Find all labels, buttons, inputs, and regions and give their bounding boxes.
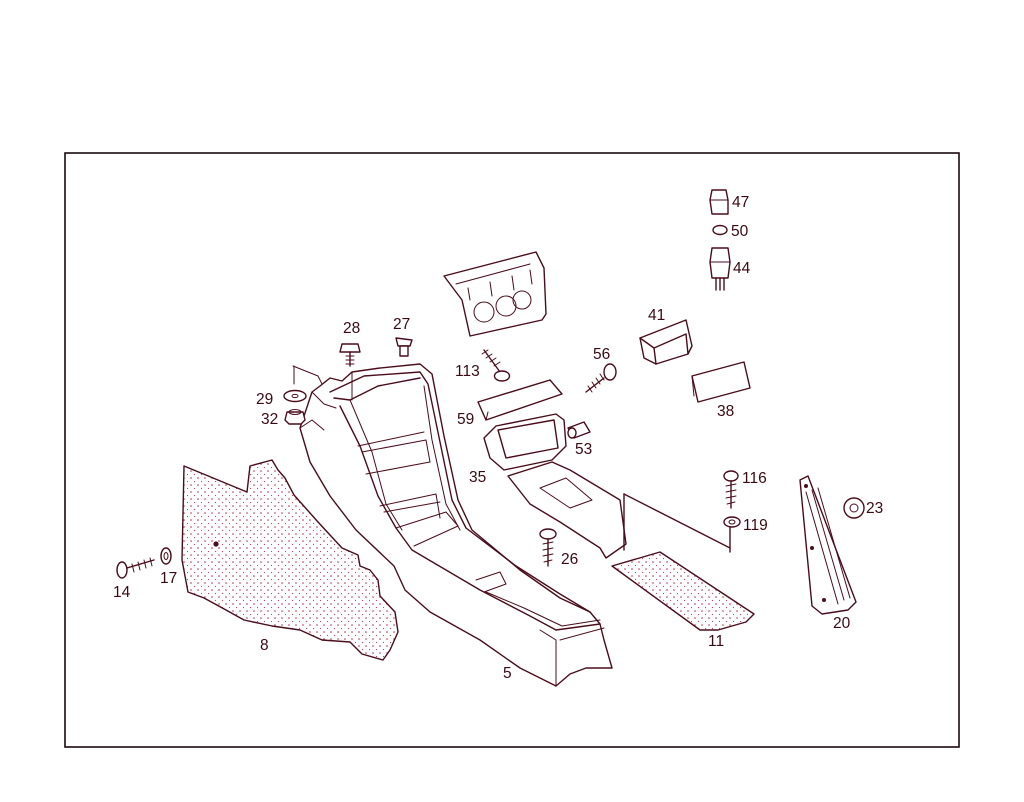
callout-28: 28: [343, 320, 360, 337]
callout-32: 32: [261, 411, 278, 428]
part-38-plate: [691, 361, 751, 403]
part-17-washer: [160, 547, 172, 565]
callout-53: 53: [575, 441, 592, 458]
part-23-grommet: [843, 497, 865, 519]
callout-labels: 47 50 44 41 28 27 56 113 29 38 32 59 53 …: [113, 194, 883, 682]
part-28-screw: [339, 343, 361, 367]
switch-panel-bezel: [443, 251, 547, 337]
callout-44: 44: [733, 260, 751, 277]
part-119-washer: [723, 516, 741, 553]
callout-11: 11: [708, 633, 724, 650]
callout-8: 8: [260, 637, 269, 654]
part-50-washer: [712, 224, 728, 236]
part-8-side-panel: [181, 459, 399, 661]
part-59-cover: [477, 379, 563, 421]
part-5-center-console: [292, 363, 613, 687]
callout-38: 38: [717, 403, 734, 420]
part-35-switch-frame: [483, 413, 567, 471]
part-26-screw: [539, 528, 557, 567]
callout-116: 116: [742, 470, 767, 487]
callout-17: 17: [160, 570, 177, 587]
callout-50: 50: [731, 223, 749, 240]
part-29-washer: [283, 389, 307, 403]
callout-113: 113: [455, 363, 480, 380]
part-27-clip: [395, 337, 413, 357]
part-11-mat: [611, 551, 755, 631]
part-56-screw: [585, 363, 617, 393]
callout-56: 56: [593, 346, 610, 363]
part-116-screw: [723, 470, 739, 509]
callout-47: 47: [732, 194, 749, 211]
callout-41: 41: [648, 307, 665, 324]
part-41-switch: [639, 319, 693, 365]
part-113-screw: [481, 349, 511, 382]
callout-27: 27: [393, 316, 410, 333]
callout-23: 23: [866, 500, 883, 517]
callout-59: 59: [457, 411, 474, 428]
callout-5: 5: [503, 665, 512, 682]
diagram-frame: [64, 152, 960, 748]
part-14-screw: [116, 557, 155, 579]
part-32-nut: [284, 409, 306, 425]
callout-26: 26: [561, 551, 578, 568]
part-53-bulb: [567, 421, 591, 439]
callout-29: 29: [256, 391, 273, 408]
part-44-switch: [709, 247, 731, 291]
callout-14: 14: [113, 584, 131, 601]
callout-119: 119: [743, 517, 768, 534]
callout-35: 35: [469, 469, 486, 486]
part-47-cap: [709, 189, 729, 215]
part-20-strip: [799, 475, 857, 615]
console-bracket: [507, 461, 731, 559]
callout-20: 20: [833, 615, 851, 632]
